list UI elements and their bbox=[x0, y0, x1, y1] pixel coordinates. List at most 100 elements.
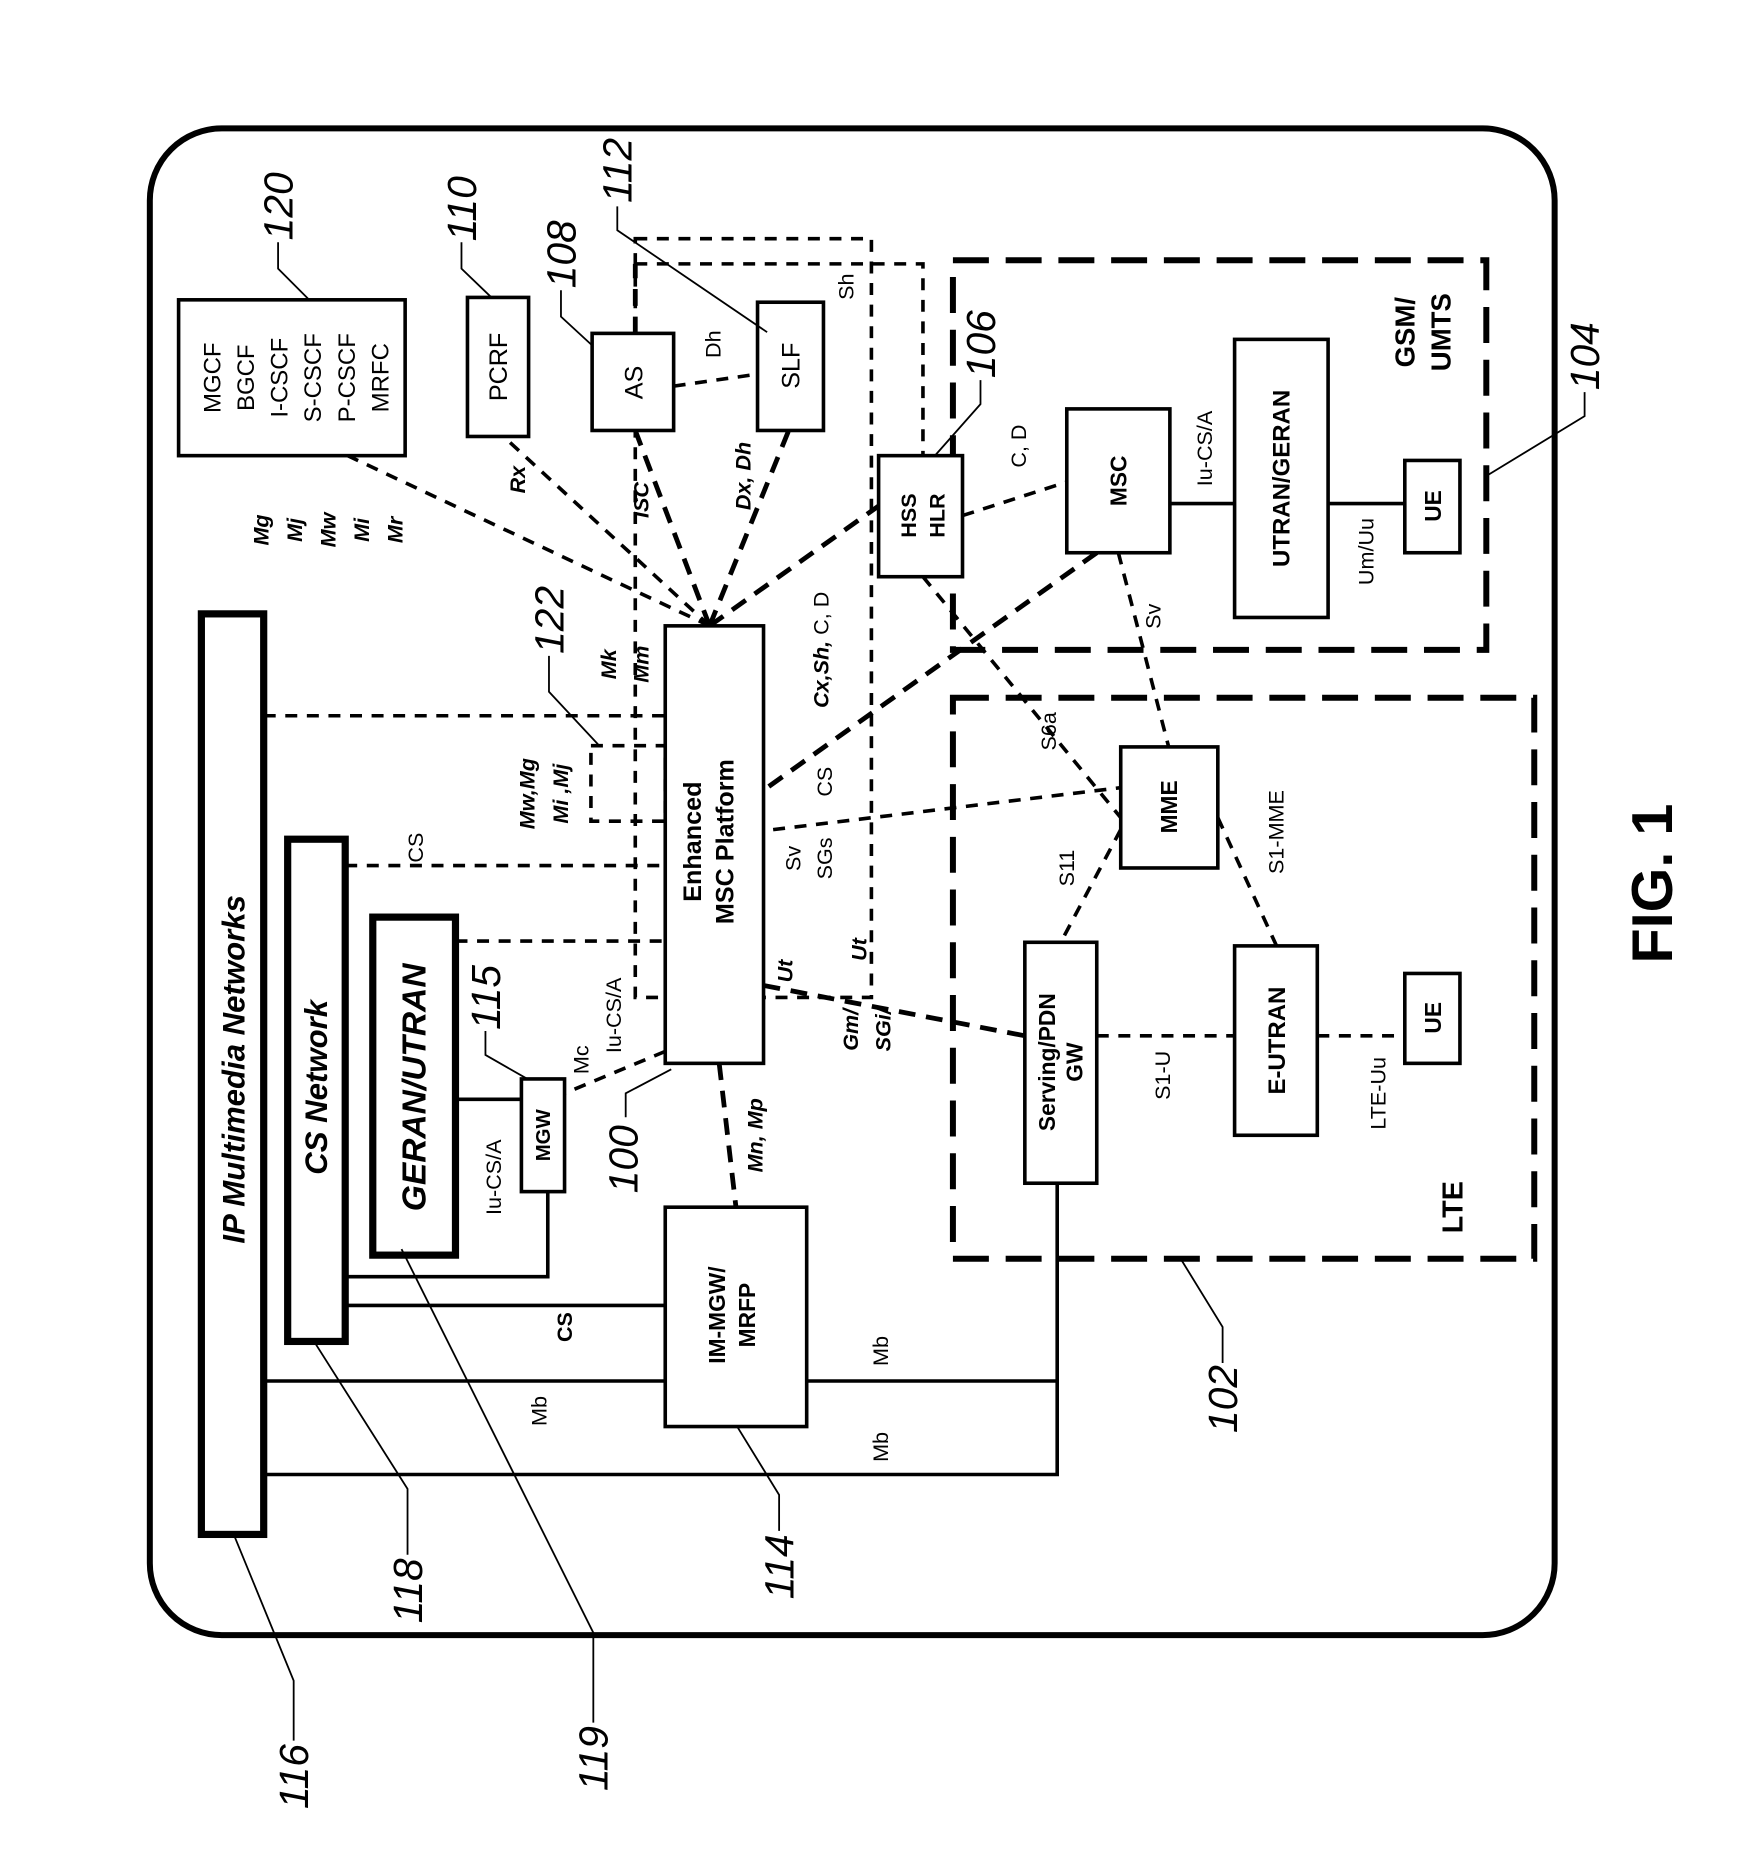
hlr-label: HLR bbox=[925, 493, 950, 538]
msc-label: MSC bbox=[1106, 456, 1132, 507]
function-mgcf: MGCF bbox=[200, 342, 227, 413]
ref-108: 108 bbox=[538, 220, 584, 288]
ref-119: 119 bbox=[571, 1726, 617, 1791]
label-sgs: SGs bbox=[812, 837, 837, 879]
node-ue-bottom: UE bbox=[1405, 973, 1460, 1063]
label-s6a: S6a bbox=[1036, 712, 1061, 750]
node-pcrf: PCRF bbox=[467, 297, 528, 436]
label-isc: ISC bbox=[628, 482, 653, 518]
lte-label: LTE bbox=[1437, 1181, 1469, 1233]
label-s1-mme: S1-MME bbox=[1264, 790, 1289, 874]
label-iu-cs-a-msc: Iu-CS/A bbox=[1192, 410, 1217, 486]
label-rx: Rx bbox=[505, 465, 530, 494]
node-e-utran: E-UTRAN bbox=[1235, 946, 1318, 1135]
svg-text:Cx,Sh, C, D: Cx,Sh, C, D bbox=[808, 592, 833, 708]
enhanced-msc-label-2: MSC Platform bbox=[712, 759, 740, 924]
ref-102: 102 bbox=[1200, 1365, 1246, 1433]
mme-label: MME bbox=[1156, 780, 1182, 833]
label-sh: Sh bbox=[833, 273, 858, 299]
label-mw: Mw bbox=[316, 511, 341, 547]
node-slf: SLF bbox=[758, 302, 824, 430]
label-dh: Dh bbox=[700, 330, 725, 358]
label-cs-msc: CS bbox=[812, 767, 837, 797]
cs-network-label: CS Network bbox=[299, 998, 334, 1175]
node-serving-gw: Serving/PDN GW bbox=[1025, 942, 1097, 1183]
ref-112: 112 bbox=[595, 138, 641, 203]
label-um-uu: Um/Uu bbox=[1354, 518, 1379, 585]
label-cs-im: CS bbox=[552, 1312, 577, 1342]
node-ue-top: UE bbox=[1405, 460, 1460, 552]
geran-utran-label: GERAN/UTRAN bbox=[397, 963, 434, 1212]
label-mn-mp: Mn, Mp bbox=[742, 1098, 767, 1172]
function-pcscf: P-CSCF bbox=[334, 333, 361, 422]
mgw-label: MGW bbox=[533, 1108, 555, 1161]
ref-114: 114 bbox=[756, 1534, 802, 1599]
ref-120: 120 bbox=[255, 172, 301, 240]
label-s11: S11 bbox=[1054, 850, 1079, 887]
label-mw-mg: Mw,Mg bbox=[515, 758, 540, 829]
hss-label: HSS bbox=[896, 493, 921, 537]
label-sv-msc-mme: Sv bbox=[1140, 603, 1165, 628]
ref-110: 110 bbox=[439, 176, 485, 241]
node-utran-geran: UTRAN/GERAN bbox=[1235, 339, 1328, 617]
ref-122: 122 bbox=[526, 586, 572, 654]
node-hss-hlr: HSS HLR bbox=[879, 456, 963, 577]
as-label: AS bbox=[620, 366, 648, 400]
ref-104: 104 bbox=[1562, 322, 1608, 390]
label-mm: Mm bbox=[628, 646, 653, 683]
label-lte-uu: LTE-Uu bbox=[1366, 1057, 1391, 1130]
label-mb-2: Mb bbox=[868, 1336, 893, 1366]
label-mr: Mr bbox=[383, 515, 408, 543]
label-mj: Mj bbox=[282, 517, 307, 542]
ref-118: 118 bbox=[385, 1558, 431, 1623]
utran-geran-label: UTRAN/GERAN bbox=[1269, 390, 1296, 567]
label-mb-3: Mb bbox=[868, 1432, 893, 1462]
e-utran-label: E-UTRAN bbox=[1264, 987, 1291, 1095]
figure-label: FIG. 1 bbox=[1621, 804, 1685, 964]
gsm-label: GSM/ bbox=[1389, 297, 1420, 368]
label-iu-cs-a-mgw: Iu-CS/A bbox=[481, 1139, 506, 1215]
node-msc: MSC bbox=[1067, 409, 1170, 553]
label-sv: Sv bbox=[781, 846, 806, 871]
ref-116: 116 bbox=[271, 1744, 317, 1809]
function-scscf: S-CSCF bbox=[300, 333, 327, 422]
enhanced-msc-label-1: Enhanced bbox=[679, 781, 707, 901]
node-cs-network: CS Network bbox=[288, 839, 346, 1341]
label-c-d: C, D bbox=[1006, 424, 1031, 467]
label-ut-2: Ut bbox=[847, 937, 872, 961]
node-enhanced-msc: Enhanced MSC Platform bbox=[665, 626, 763, 1064]
node-mgw: MGW bbox=[521, 1079, 564, 1192]
label-cx-c-d: C, D bbox=[808, 592, 833, 641]
label-sgi: SGi/ bbox=[871, 1006, 896, 1051]
label-dx-dh: Dx, Dh bbox=[730, 442, 755, 510]
function-bgcf: BGCF bbox=[233, 344, 260, 411]
node-as: AS bbox=[592, 333, 674, 430]
pcrf-label: PCRF bbox=[485, 333, 513, 401]
serving-gw-label-2: GW bbox=[1061, 1042, 1087, 1082]
node-ip-multimedia: IP Multimedia Networks bbox=[201, 614, 263, 1535]
node-im-mgw: IM-MGW/ MRFP bbox=[665, 1207, 806, 1426]
node-functions-120: MGCF BGCF I-CSCF S-CSCF P-CSCF MRFC bbox=[179, 300, 406, 456]
label-mi-mj: Mi ,Mj bbox=[548, 763, 573, 824]
label-mi: Mi bbox=[349, 517, 374, 542]
label-cs-network: CS bbox=[403, 833, 428, 863]
node-mme: MME bbox=[1121, 747, 1218, 868]
ref-100: 100 bbox=[601, 1125, 647, 1193]
label-mc: Mc bbox=[569, 1045, 594, 1074]
serving-gw-label-1: Serving/PDN bbox=[1034, 993, 1060, 1131]
label-mb-1: Mb bbox=[527, 1396, 552, 1426]
umts-label: UMTS bbox=[1425, 293, 1456, 371]
label-gm: Gm/ bbox=[838, 1007, 863, 1051]
ue-bottom-label: UE bbox=[1420, 1002, 1446, 1034]
label-ut-1: Ut bbox=[772, 959, 797, 983]
label-iu-cs-a-platform: Iu-CS/A bbox=[601, 977, 626, 1053]
ref-115: 115 bbox=[463, 965, 509, 1030]
ip-multimedia-label: IP Multimedia Networks bbox=[217, 895, 252, 1244]
label-cx-sh: Cx,Sh, bbox=[808, 641, 833, 708]
label-mg: Mg bbox=[248, 514, 273, 545]
box-122 bbox=[591, 746, 665, 822]
ue-top-label: UE bbox=[1420, 490, 1446, 522]
slf-label: SLF bbox=[777, 343, 805, 389]
ref-106: 106 bbox=[958, 310, 1004, 378]
